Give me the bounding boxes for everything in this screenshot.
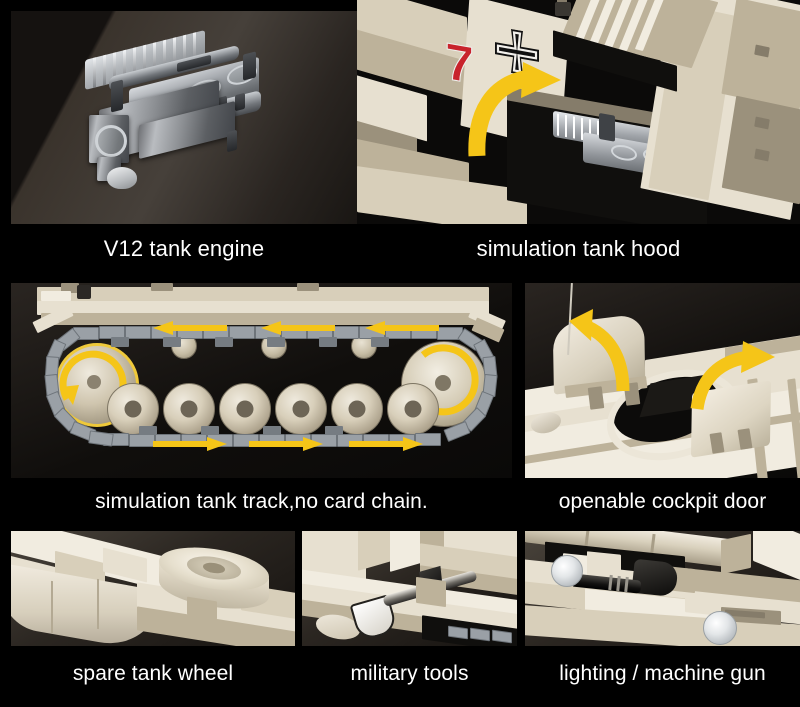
panel-spare-tank-wheel xyxy=(11,531,295,646)
caption-simulation-tank-track: simulation tank track,no card chain. xyxy=(95,490,428,513)
panel-lighting-machine-gun xyxy=(525,531,800,646)
right-hatch-open-arrow-icon xyxy=(690,341,775,411)
caption-v12-tank-engine: V12 tank engine xyxy=(103,236,265,261)
sprocket-rotation-arrow-icon xyxy=(59,350,127,405)
track-bottom-arrow-right-3 xyxy=(349,437,423,451)
panel-military-tools xyxy=(302,531,517,646)
road-wheel xyxy=(331,383,383,435)
headlight-left xyxy=(551,555,583,587)
track-top-arrow-left-2 xyxy=(261,321,335,335)
track-bottom-arrow-right-1 xyxy=(153,437,227,451)
track-bottom-arrow-right-2 xyxy=(249,437,323,451)
track-top-arrow-left-3 xyxy=(365,321,439,335)
panel-openable-cockpit-door xyxy=(525,283,800,478)
caption-spare-tank-wheel: spare tank wheel xyxy=(72,662,234,685)
road-wheel xyxy=(219,383,271,435)
photo-lighting-machine-gun xyxy=(525,531,800,646)
photo-openable-cockpit-door xyxy=(525,283,800,478)
road-wheel xyxy=(275,383,327,435)
panel-v12-tank-engine xyxy=(11,11,357,224)
photo-v12-tank-engine xyxy=(11,11,357,224)
panel-simulation-tank-track xyxy=(11,283,512,478)
engine-icon xyxy=(81,30,291,189)
caption-simulation-tank-hood: simulation tank hood xyxy=(476,236,681,261)
photo-simulation-tank-track xyxy=(11,283,512,478)
photo-military-tools xyxy=(302,531,517,646)
left-hatch-open-arrow-icon xyxy=(569,309,630,392)
headlight-right xyxy=(703,611,737,645)
track-top-arrow-left-1 xyxy=(153,321,227,335)
hood-open-arrow-icon xyxy=(457,60,567,160)
caption-openable-cockpit-door: openable cockpit door xyxy=(558,490,767,513)
caption-military-tools: military tools xyxy=(350,662,469,685)
caption-lighting-machine-gun: lighting / machine gun xyxy=(559,662,766,685)
photo-simulation-tank-hood: 7 xyxy=(357,0,800,224)
road-wheel xyxy=(387,383,439,435)
photo-spare-tank-wheel xyxy=(11,531,295,646)
panel-simulation-tank-hood: 7 xyxy=(357,0,800,224)
